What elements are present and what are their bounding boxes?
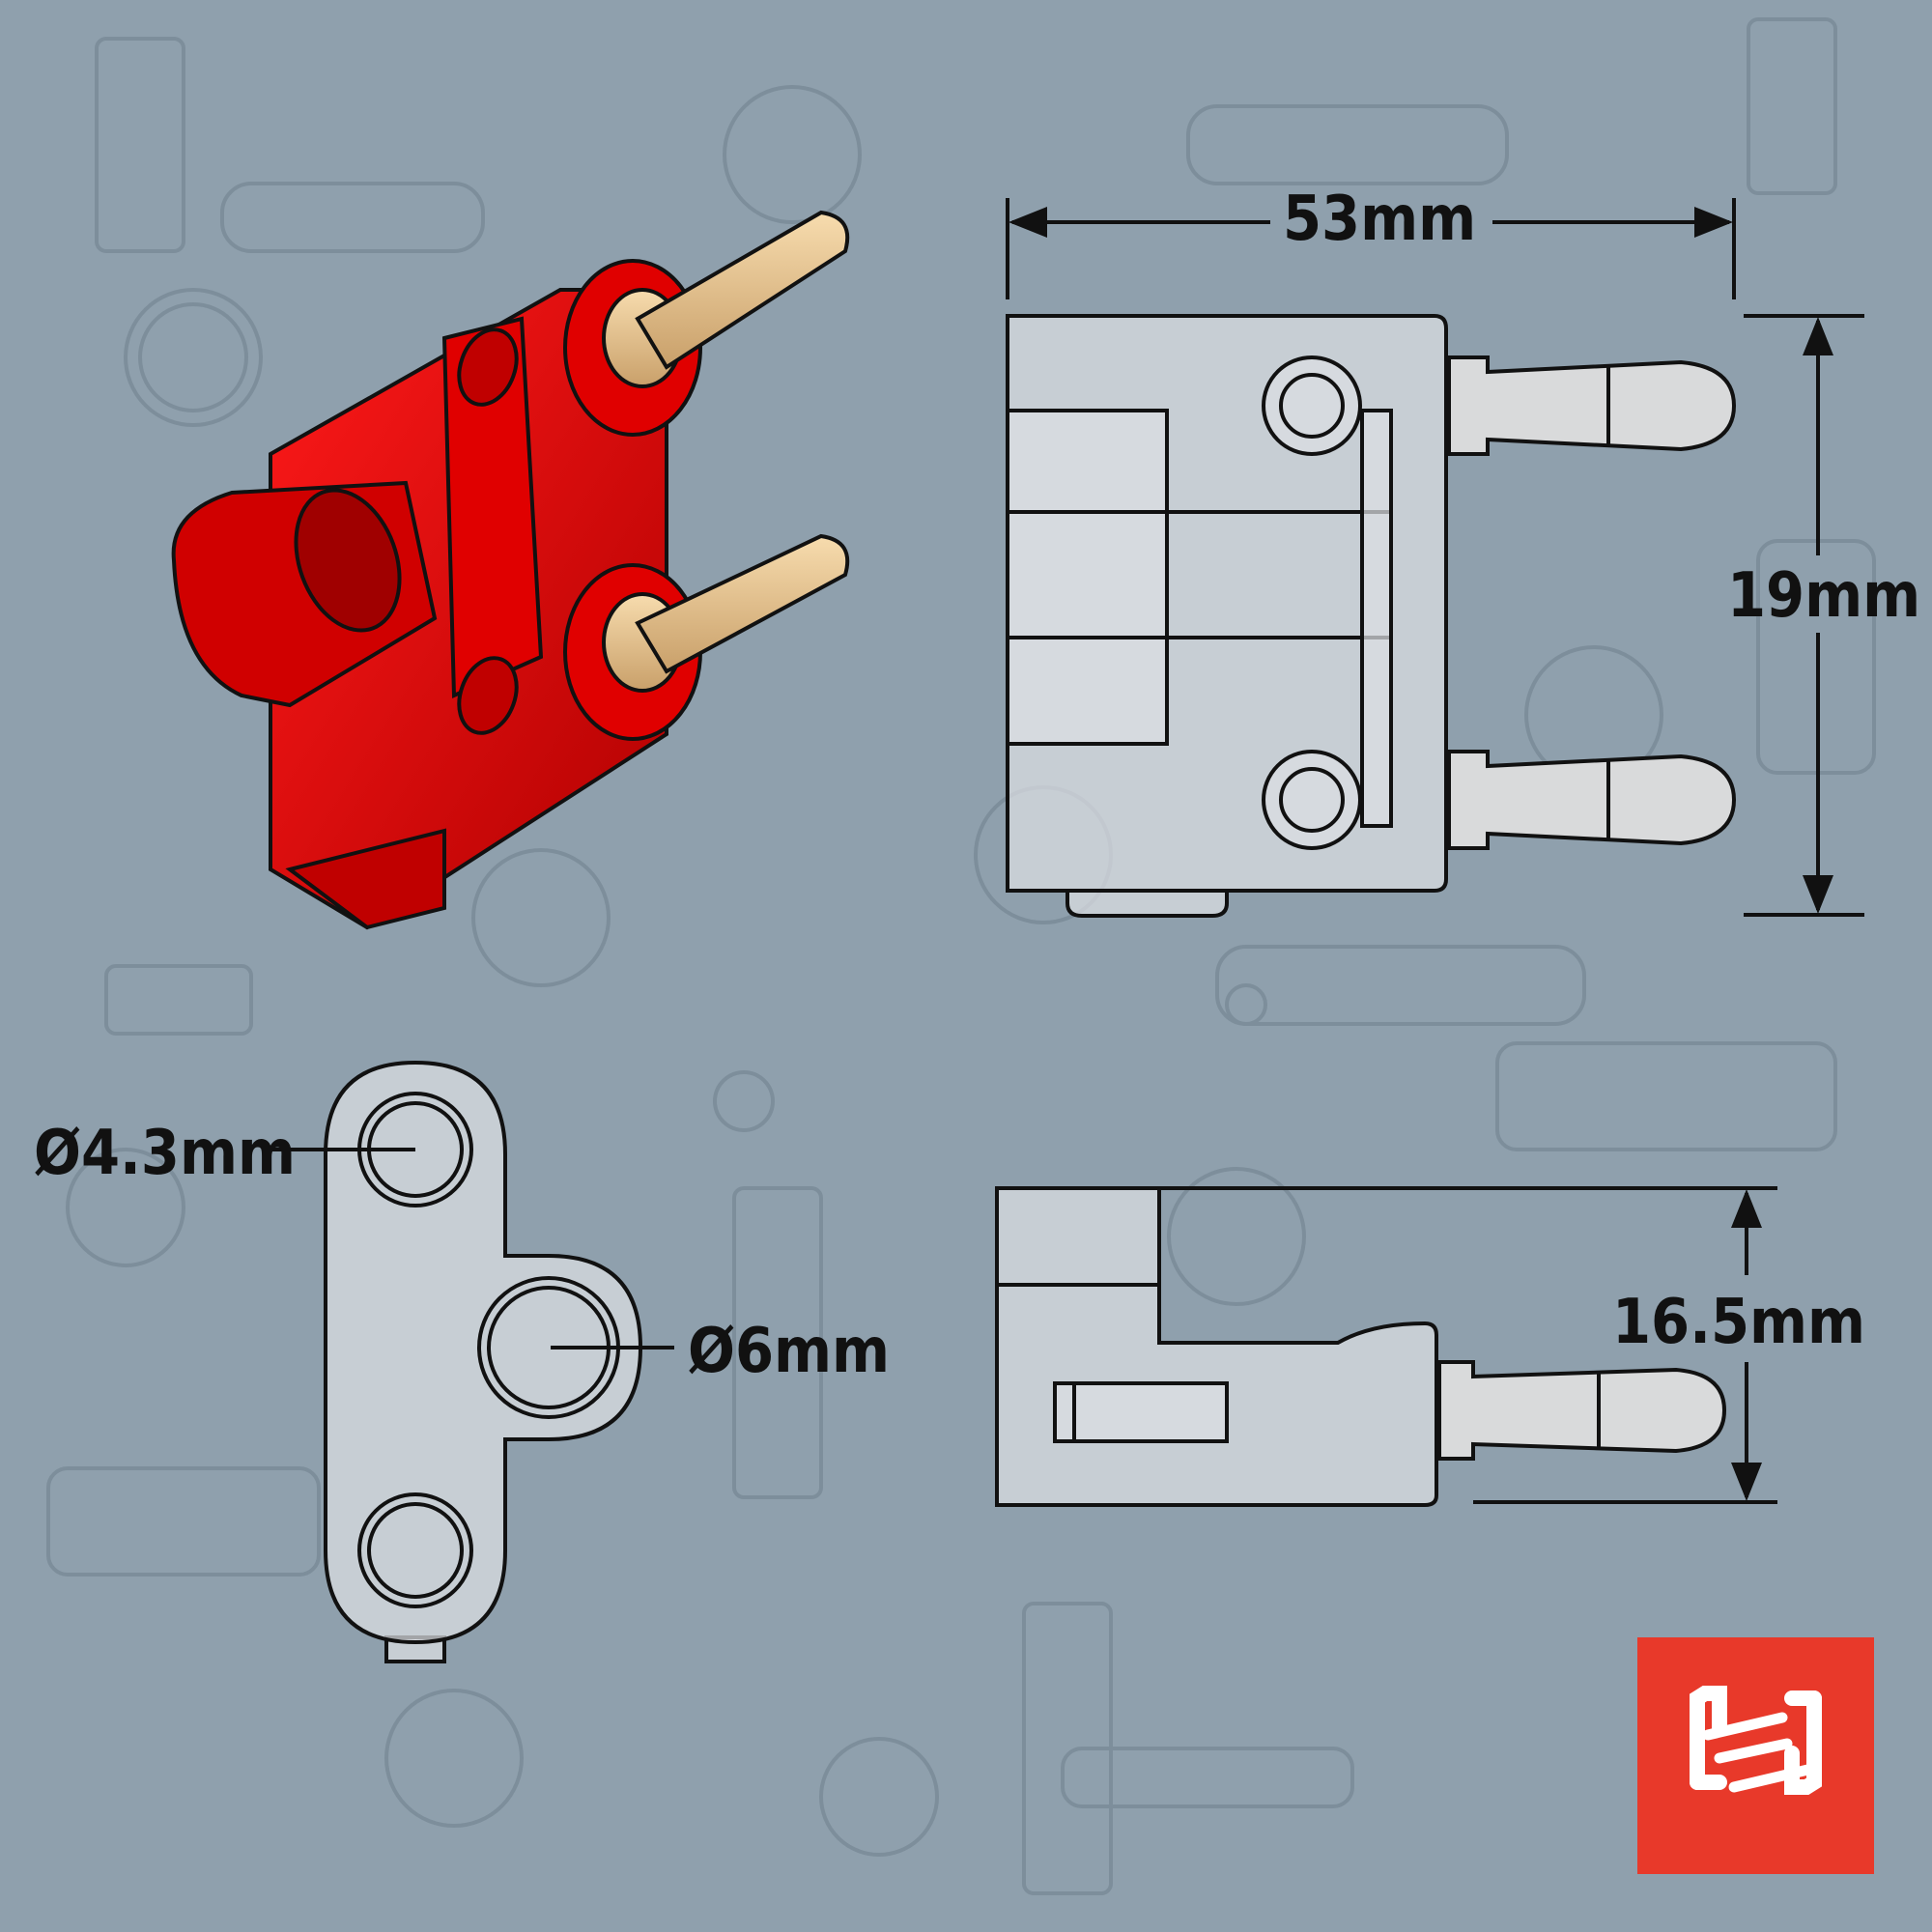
depth-label: 16.5mm [1612,1287,1865,1358]
top-view: Ø4.3mm Ø6mm [34,1060,890,1663]
center-hole-diameter-label: Ø6mm [688,1316,890,1387]
hosa-logo [1637,1637,1874,1874]
height-label: 19mm [1727,560,1920,632]
height-dimension: 19mm [1727,314,1920,917]
hosa-h-logo-icon [1690,1686,1822,1795]
side-view [995,1186,1727,1507]
width-dimension: 53mm [1006,184,1736,299]
background-connector-pattern [46,17,1876,1895]
depth-dimension: 16.5mm [1159,1186,1865,1504]
front-view [1006,314,1737,918]
width-label: 53mm [1283,184,1476,255]
isometric-3d-view [171,210,850,930]
pin-hole-diameter-label: Ø4.3mm [34,1118,296,1189]
